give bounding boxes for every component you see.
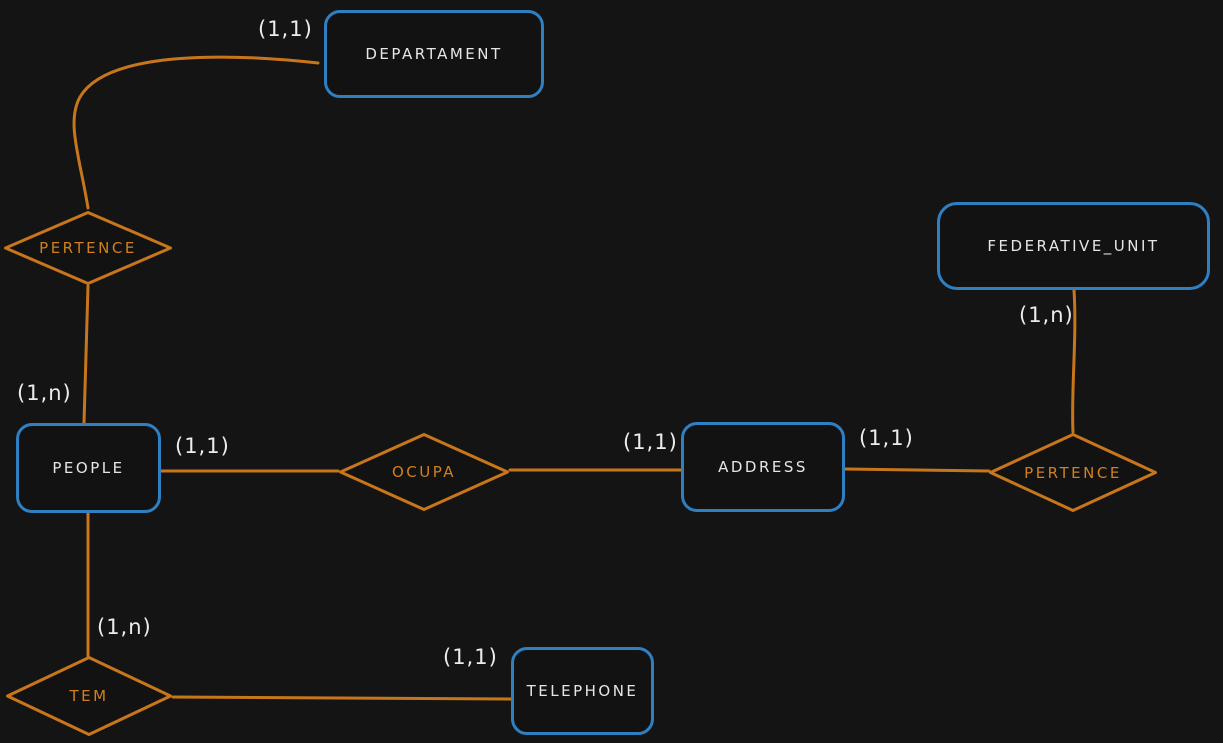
relationship-ocupa[interactable]: OCUPA (338, 432, 510, 512)
cardinality-telephone-left: (1,1) (443, 645, 498, 669)
diamond-shape (6, 656, 172, 736)
cardinality-federative-unit-bottom: (1,n) (1019, 303, 1074, 327)
diamond-shape (339, 433, 509, 511)
cardinality-departament-side: (1,1) (258, 17, 313, 41)
cardinality-tem-top: (1,n) (97, 615, 152, 639)
diamond-shape (989, 433, 1157, 512)
connector-federativeunit-pertence (1071, 288, 1077, 434)
entity-federative-unit[interactable]: FEDERATIVE_UNIT (937, 202, 1210, 290)
entity-people-label: PEOPLE (52, 459, 125, 477)
cardinality-people-right: (1,1) (175, 434, 230, 458)
entity-departament[interactable]: DEPARTAMENT (324, 10, 544, 98)
relationship-tem-label: TEM (69, 687, 109, 705)
diamond-shape (4, 211, 172, 285)
entity-telephone-label: TELEPHONE (526, 682, 639, 700)
connector-address-pertence (843, 467, 991, 473)
entity-address-label: ADDRESS (718, 458, 808, 476)
relationship-pertence-left-label: PERTENCE (39, 239, 137, 257)
entity-federative-unit-label: FEDERATIVE_UNIT (987, 237, 1160, 255)
connector-pertence-people (82, 284, 90, 425)
relationship-tem[interactable]: TEM (5, 655, 173, 737)
entity-address[interactable]: ADDRESS (681, 422, 845, 512)
cardinality-address-left: (1,1) (623, 430, 678, 454)
cardinality-people-top: (1,n) (17, 381, 72, 405)
connector-pertence-departament (72, 55, 320, 210)
entity-people[interactable]: PEOPLE (16, 423, 161, 513)
entity-telephone[interactable]: TELEPHONE (511, 647, 654, 735)
cardinality-address-right: (1,1) (859, 426, 914, 450)
relationship-ocupa-label: OCUPA (391, 463, 457, 481)
entity-departament-label: DEPARTAMENT (365, 45, 503, 63)
relationship-pertence-right-label: PERTENCE (1024, 463, 1122, 482)
relationship-pertence-right[interactable]: PERTENCE (988, 432, 1158, 513)
relationship-pertence-left[interactable]: PERTENCE (3, 210, 173, 286)
connector-tem-telephone (171, 695, 513, 701)
